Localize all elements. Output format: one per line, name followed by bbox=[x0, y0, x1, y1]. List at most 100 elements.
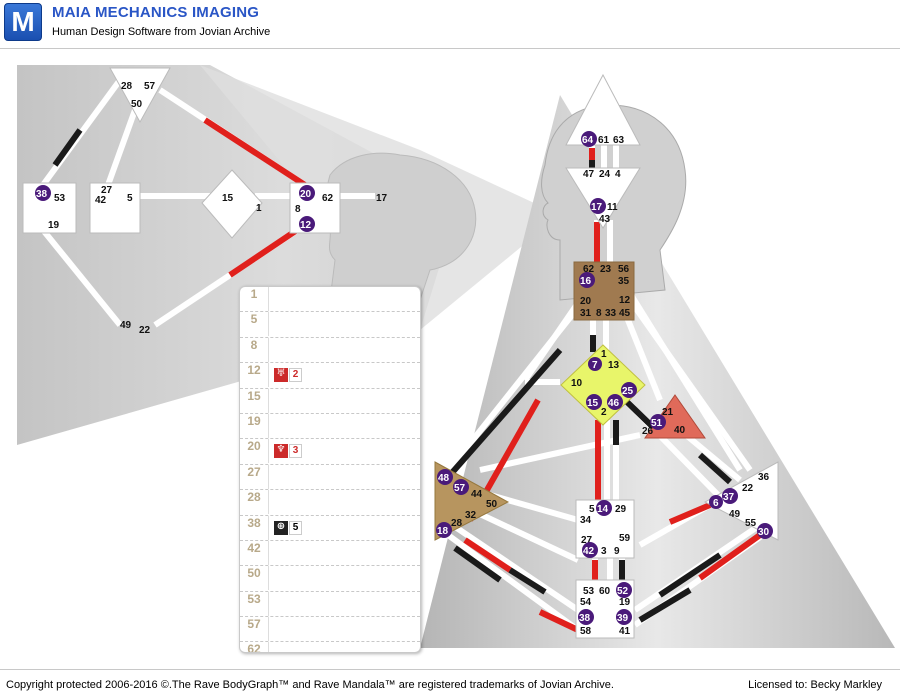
gate-row[interactable]: 42 bbox=[240, 540, 420, 567]
gate-63: 63 bbox=[613, 135, 625, 146]
gate-number: 1 bbox=[240, 287, 269, 311]
app-logo: M bbox=[4, 3, 42, 41]
gate-number: 57 bbox=[240, 617, 269, 642]
gate-5-main: 5 bbox=[589, 504, 595, 515]
neptune-icon: ♆ bbox=[274, 444, 288, 459]
gate-56: 56 bbox=[618, 264, 630, 275]
gate-8-main: 8 bbox=[596, 308, 602, 319]
gate-26: 26 bbox=[642, 426, 654, 437]
gate-32: 32 bbox=[465, 510, 477, 521]
zoom-gate-17: 17 bbox=[376, 193, 388, 204]
gate-25: 25 bbox=[622, 386, 634, 397]
zoom-throat-center bbox=[289, 182, 341, 234]
gate-6: 6 bbox=[713, 498, 719, 509]
gate-row[interactable]: 5 bbox=[240, 312, 420, 338]
license-text: Licensed to: Becky Markley bbox=[748, 679, 882, 691]
zoom-gate-15: 15 bbox=[222, 193, 234, 204]
gate-12-main: 12 bbox=[619, 295, 631, 306]
throat-center bbox=[573, 261, 635, 321]
gate-36: 36 bbox=[758, 472, 770, 483]
gate-30: 30 bbox=[758, 527, 770, 538]
gate-number: 62 bbox=[240, 642, 269, 652]
gate-47: 47 bbox=[583, 169, 595, 180]
uranus-icon: ♅ bbox=[274, 368, 288, 383]
zoom-gate-27: 27 bbox=[101, 185, 113, 196]
gate-24: 24 bbox=[599, 169, 611, 180]
gate-row[interactable]: 12 ♅ 2 bbox=[240, 363, 420, 389]
app-subtitle: Human Design Software from Jovian Archiv… bbox=[52, 26, 271, 38]
gate-number: 53 bbox=[240, 591, 269, 616]
gate-48: 48 bbox=[438, 473, 450, 484]
gate-29: 29 bbox=[615, 504, 627, 515]
gate-row[interactable]: 20 ♆ 3 bbox=[240, 439, 420, 465]
solar-plexus-center bbox=[703, 461, 779, 541]
gate-16: 16 bbox=[580, 276, 592, 287]
gate-line-number: 3 bbox=[289, 444, 302, 459]
gate-19-main: 19 bbox=[619, 597, 631, 608]
gate-40: 40 bbox=[674, 425, 686, 436]
app-title: MAIA MECHANICS IMAGING bbox=[52, 4, 260, 21]
gate-3: 3 bbox=[601, 546, 607, 557]
zoom-gate-1: 1 bbox=[256, 203, 262, 214]
gate-number: 19 bbox=[240, 413, 269, 438]
gate-57-main: 57 bbox=[454, 483, 466, 494]
gate-11: 11 bbox=[607, 202, 618, 213]
gate-row[interactable]: 28 bbox=[240, 490, 420, 516]
ajna-center bbox=[565, 167, 641, 229]
gate-row[interactable]: 15 bbox=[240, 388, 420, 414]
zoom-gate-20: 20 bbox=[300, 189, 312, 200]
gate-number: 8 bbox=[240, 337, 269, 362]
gate-activation-list: 1 5 8 12 ♅ 2 15 19 20 ♆ 3 27 28 38 ⊕ 5 4… bbox=[239, 286, 421, 653]
gate-row[interactable]: 19 bbox=[240, 413, 420, 440]
gate-43: 43 bbox=[599, 214, 611, 225]
zoom-gate-62: 62 bbox=[322, 193, 334, 204]
gate-line-number: 5 bbox=[289, 520, 302, 535]
zoom-ajna-center bbox=[89, 182, 141, 234]
gate-17: 17 bbox=[591, 202, 603, 213]
gate-row[interactable]: 53 bbox=[240, 591, 420, 618]
gate-35: 35 bbox=[618, 276, 630, 287]
zoom-gate-50: 50 bbox=[131, 99, 143, 110]
gate-60: 60 bbox=[599, 586, 611, 597]
gate-7: 7 bbox=[592, 360, 598, 371]
gate-58: 58 bbox=[580, 626, 592, 637]
g-center bbox=[560, 344, 646, 426]
gate-row[interactable]: 27 bbox=[240, 464, 420, 491]
gate-number: 38 bbox=[240, 515, 269, 540]
gate-2: 2 bbox=[601, 407, 607, 418]
gate-51: 51 bbox=[651, 418, 663, 429]
app-footer: Copyright protected 2006-2016 ©.The Rave… bbox=[0, 669, 900, 700]
gate-number: 20 bbox=[240, 439, 269, 464]
gate-54: 54 bbox=[580, 597, 592, 608]
gate-44: 44 bbox=[471, 489, 483, 500]
gate-row[interactable]: 1 bbox=[240, 287, 420, 313]
gate-31: 31 bbox=[580, 308, 592, 319]
gate-number: 27 bbox=[240, 464, 269, 489]
gate-64: 64 bbox=[582, 135, 594, 146]
zoom-gate-49: 49 bbox=[120, 320, 132, 331]
gate-number: 5 bbox=[240, 312, 269, 337]
spleen-center bbox=[434, 461, 510, 541]
gate-1-main: 1 bbox=[601, 349, 607, 360]
gate-39: 39 bbox=[617, 613, 629, 624]
gate-21: 21 bbox=[662, 407, 674, 418]
gate-number: 42 bbox=[240, 540, 269, 565]
gate-row[interactable]: 50 bbox=[240, 566, 420, 592]
gate-4: 4 bbox=[615, 169, 621, 180]
head-center bbox=[565, 73, 641, 146]
gate-row[interactable]: 38 ⊕ 5 bbox=[240, 515, 420, 541]
gate-27-main: 27 bbox=[581, 535, 593, 546]
gate-22-main: 22 bbox=[742, 483, 754, 494]
gate-row[interactable]: 8 bbox=[240, 337, 420, 364]
gate-38-main: 38 bbox=[579, 613, 591, 624]
gate-42-main: 42 bbox=[583, 546, 595, 557]
gate-row[interactable]: 62 bbox=[240, 642, 420, 652]
gate-15-main: 15 bbox=[587, 398, 599, 409]
gate-row[interactable]: 57 bbox=[240, 617, 420, 643]
gate-28-main: 28 bbox=[451, 518, 463, 529]
gate-61: 61 bbox=[598, 135, 610, 146]
gate-55: 55 bbox=[745, 518, 757, 529]
zoom-gate-22: 22 bbox=[139, 325, 151, 336]
gate-20-main: 20 bbox=[580, 296, 592, 307]
zoom-gate-12: 12 bbox=[300, 220, 312, 231]
